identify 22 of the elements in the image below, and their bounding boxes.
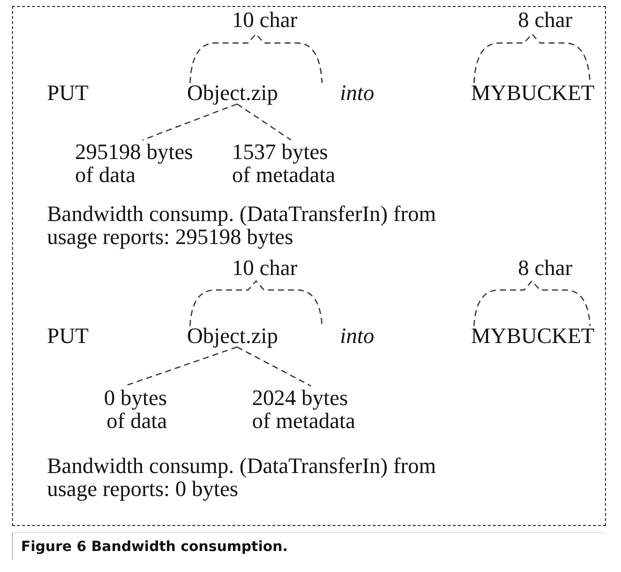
command-word: PUT bbox=[47, 324, 89, 347]
command-word: PUT bbox=[47, 81, 89, 104]
summary-text: Bandwidth consump. (DataTransferIn) from usage reports: 0 bytes bbox=[47, 454, 437, 500]
length-label: 8 char bbox=[518, 8, 572, 31]
byte-count: 1537 bytes of metadata bbox=[232, 140, 350, 186]
length-label: 8 char bbox=[518, 256, 572, 279]
bucket-name: MYBUCKET bbox=[471, 324, 594, 347]
bucket-name: MYBUCKET bbox=[471, 81, 594, 104]
figure-caption: Figure 6 Bandwidth consumption. bbox=[12, 532, 604, 560]
dashed-connector bbox=[236, 346, 312, 387]
length-label: 10 char bbox=[232, 256, 298, 279]
dashed-connector bbox=[236, 104, 292, 140]
length-label: 10 char bbox=[232, 8, 298, 31]
file-name: Object.zip bbox=[187, 324, 278, 347]
file-name: Object.zip bbox=[187, 81, 278, 104]
preposition-word: into bbox=[340, 81, 374, 104]
preposition-word: into bbox=[340, 324, 374, 347]
byte-count: 0 bytes of data bbox=[82, 386, 167, 432]
byte-count: 2024 bytes of metadata bbox=[252, 386, 370, 432]
summary-text: Bandwidth consump. (DataTransferIn) from usage reports: 295198 bytes bbox=[47, 202, 437, 248]
byte-count: 295198 bytes of data bbox=[75, 140, 210, 186]
dashed-connector bbox=[142, 103, 238, 141]
